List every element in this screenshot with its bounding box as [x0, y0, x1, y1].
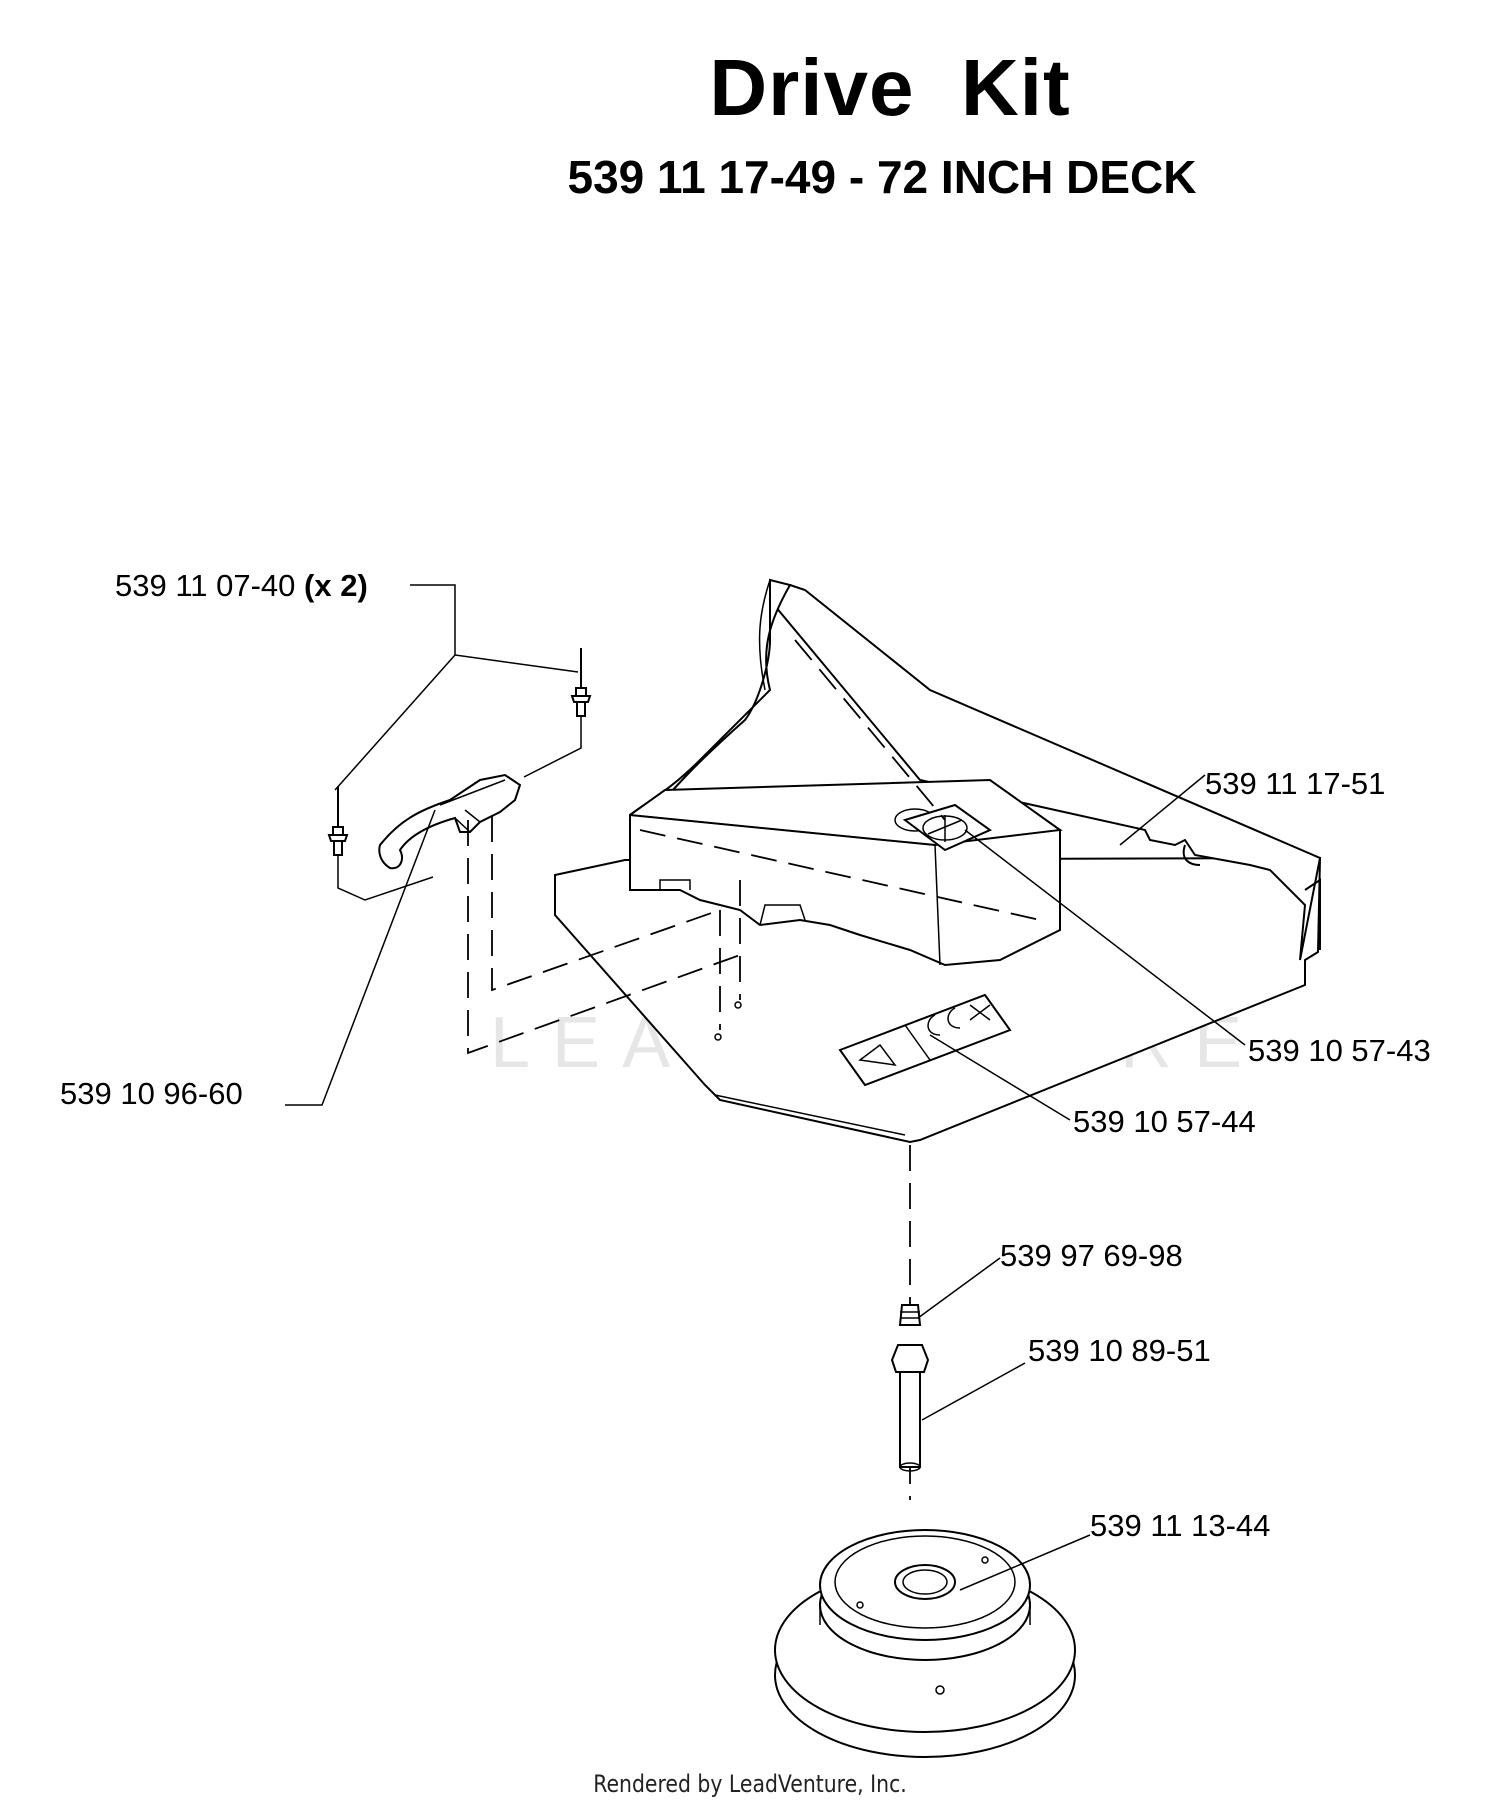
rivet-hole	[714, 1033, 722, 1041]
spindle-shaft	[890, 1344, 930, 1472]
callout-fitting: 539 97 69-98	[1000, 1238, 1183, 1273]
decal-cover-label	[902, 803, 993, 852]
page-subtitle: 539 11 17-49 - 72 INCH DECK	[567, 151, 1197, 203]
callout-rivet-part: 539 11 07-40	[115, 568, 296, 603]
callout-rivet-qty: (x 2)	[304, 568, 368, 603]
drive-pulley	[774, 1529, 1076, 1758]
latch-clip	[378, 773, 522, 870]
callout-leader-lines	[285, 584, 1246, 1591]
rivet-right	[570, 648, 592, 717]
rivet-left	[327, 787, 349, 856]
callout-rivet: 539 11 07-40 (x 2)	[115, 570, 368, 601]
page-title: Drive Kit	[709, 43, 1071, 132]
callout-clip: 539 10 96-60	[60, 1076, 243, 1111]
decal-plate-label	[838, 993, 1012, 1087]
callout-decal-plate: 539 10 57-44	[1073, 1104, 1256, 1139]
callout-decal-cover: 539 10 57-43	[1248, 1033, 1431, 1068]
callout-pulley: 539 11 13-44	[1090, 1508, 1271, 1543]
callout-guard: 539 11 17-51	[1205, 766, 1386, 801]
grease-fitting	[898, 1304, 922, 1326]
rivet-hole	[734, 1001, 742, 1009]
callout-spindle: 539 10 89-51	[1028, 1333, 1211, 1368]
rendered-by-footer: Rendered by LeadVenture, Inc.	[593, 1770, 907, 1798]
alignment-dashed-lines	[467, 639, 1041, 1500]
